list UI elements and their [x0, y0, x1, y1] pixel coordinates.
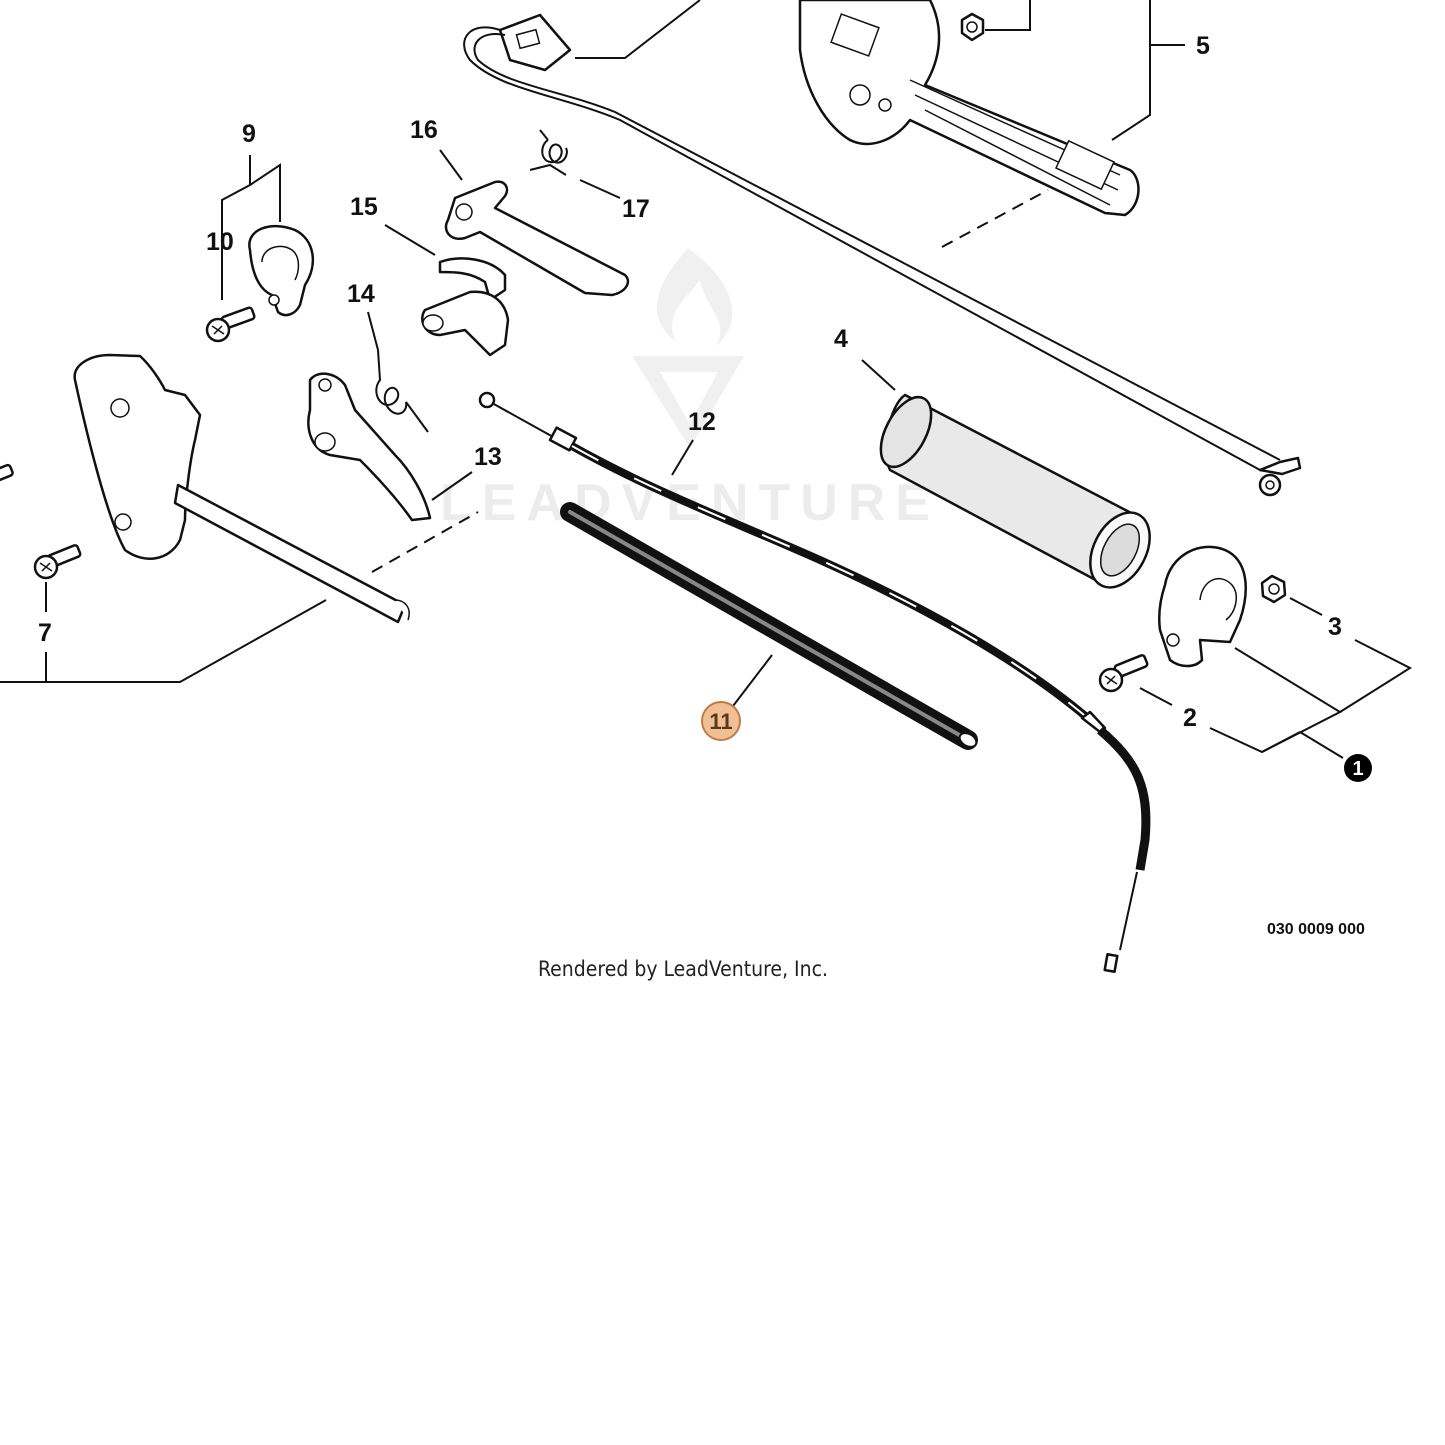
bolt-part-2[interactable]: [1098, 654, 1149, 693]
part-number-9[interactable]: 9: [242, 120, 256, 148]
throttle-lever-part-13[interactable]: [307, 372, 432, 522]
part-number-1[interactable]: 1: [1352, 758, 1363, 780]
watermark: LEADVENTURE: [440, 248, 930, 532]
bolt-left-edge[interactable]: [0, 463, 14, 484]
part-number-11-badge[interactable]: 11: [701, 701, 741, 741]
part-number-4[interactable]: 4: [834, 325, 848, 353]
watermark-v-icon: [632, 356, 744, 448]
bolt-part-10[interactable]: [205, 306, 256, 343]
grip-part-4[interactable]: [871, 389, 1162, 597]
part-number-10[interactable]: 10: [206, 228, 234, 256]
throttle-cable-part-12[interactable]: [478, 391, 1151, 973]
lever-part-15[interactable]: [421, 257, 510, 357]
part-number-11[interactable]: 11: [709, 709, 732, 734]
part-number-17[interactable]: 17: [622, 195, 650, 223]
trigger-part-16[interactable]: [444, 180, 630, 297]
clamp-part-9[interactable]: [248, 224, 315, 317]
spring-part-17[interactable]: [529, 129, 568, 176]
part-number-14[interactable]: 14: [347, 280, 375, 308]
watermark-flame-icon: [656, 248, 733, 346]
part-number-13[interactable]: 13: [474, 443, 502, 471]
part-number-3[interactable]: 3: [1328, 613, 1342, 641]
grip-clamp[interactable]: [1157, 545, 1247, 668]
reference-code: 030 0009 000: [1267, 921, 1365, 938]
tube-part-11[interactable]: [560, 502, 979, 750]
handle-housing-part-5[interactable]: [798, 0, 1140, 217]
part-number-1-badge[interactable]: 1: [1344, 754, 1372, 782]
part-number-16[interactable]: 16: [410, 116, 438, 144]
handle-bracket[interactable]: [73, 353, 410, 624]
part-number-15[interactable]: 15: [350, 193, 378, 221]
stop-switch-wire[interactable]: [463, 13, 1302, 497]
part-number-2[interactable]: 2: [1183, 704, 1197, 732]
render-credit: Rendered by LeadVenture, Inc.: [538, 957, 828, 981]
nut-part-3[interactable]: [1260, 574, 1287, 604]
spring-part-14[interactable]: [375, 349, 429, 433]
part-number-5[interactable]: 5: [1196, 32, 1210, 60]
part-number-7[interactable]: 7: [38, 619, 52, 647]
part-number-12[interactable]: 12: [688, 408, 716, 436]
bolt-part-7[interactable]: [33, 544, 82, 580]
